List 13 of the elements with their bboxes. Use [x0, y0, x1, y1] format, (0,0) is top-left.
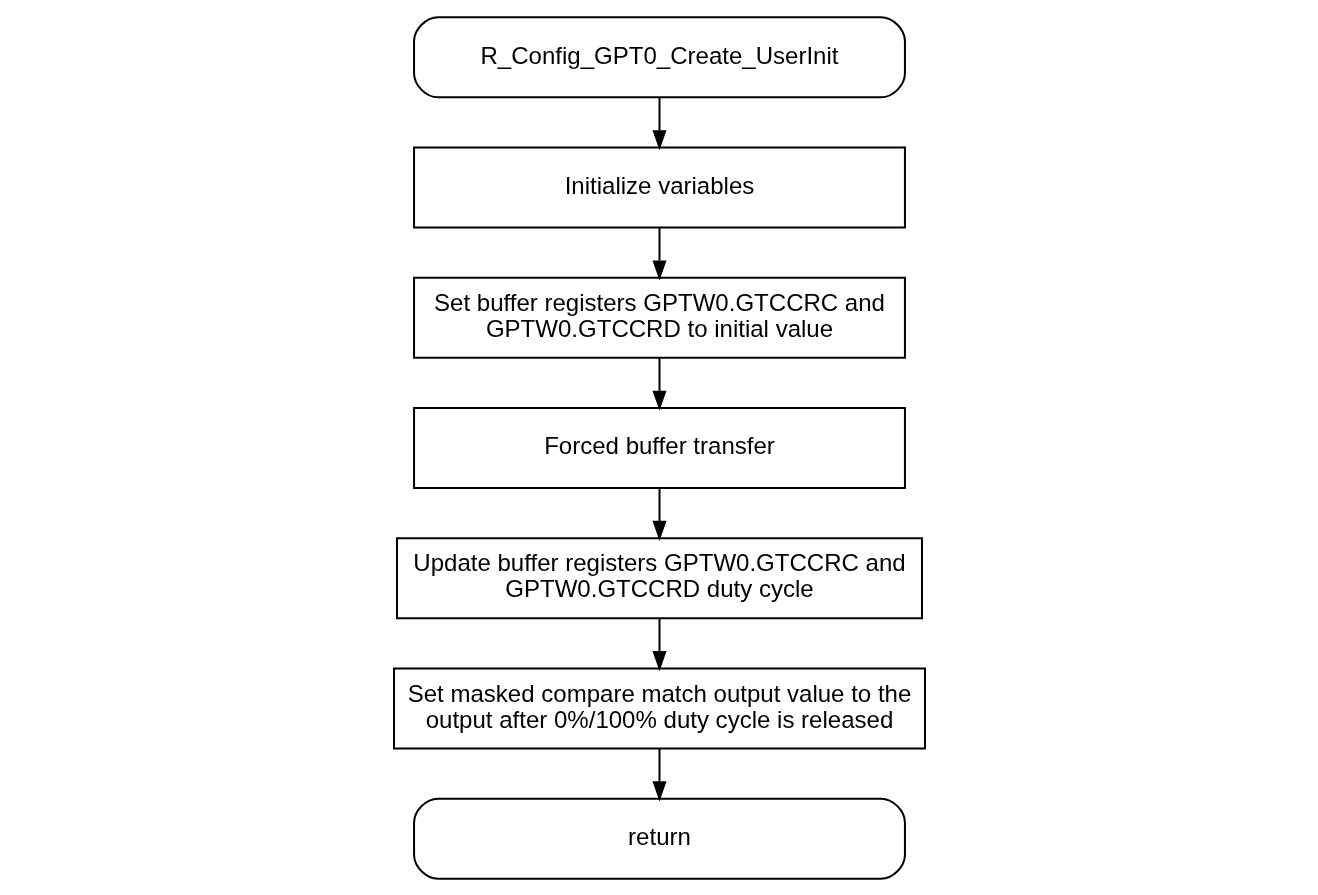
- node-box: Set masked compare match output value to the output after 0%/100% duty cycle is released: [392, 666, 926, 750]
- arrow: [652, 617, 666, 671]
- node-box: R_Config_GPT0_Create_UserInit: [412, 15, 906, 98]
- node-box: Set buffer registers GPTW0.GTCCRC and GPTW0.GTCCRD to initial value: [412, 276, 906, 359]
- arrow: [652, 96, 666, 150]
- arrow: [652, 226, 666, 280]
- arrow: [652, 356, 666, 411]
- arrow: [652, 487, 666, 541]
- node-box: return: [412, 797, 906, 880]
- node-box: Update buffer registers GPTW0.GTCCRC and GPTW0.GTCCRD duty cycle: [395, 536, 923, 619]
- node-box: Forced buffer transfer: [412, 406, 906, 489]
- arrow: [652, 747, 666, 801]
- node-box: Initialize variables: [412, 145, 906, 229]
